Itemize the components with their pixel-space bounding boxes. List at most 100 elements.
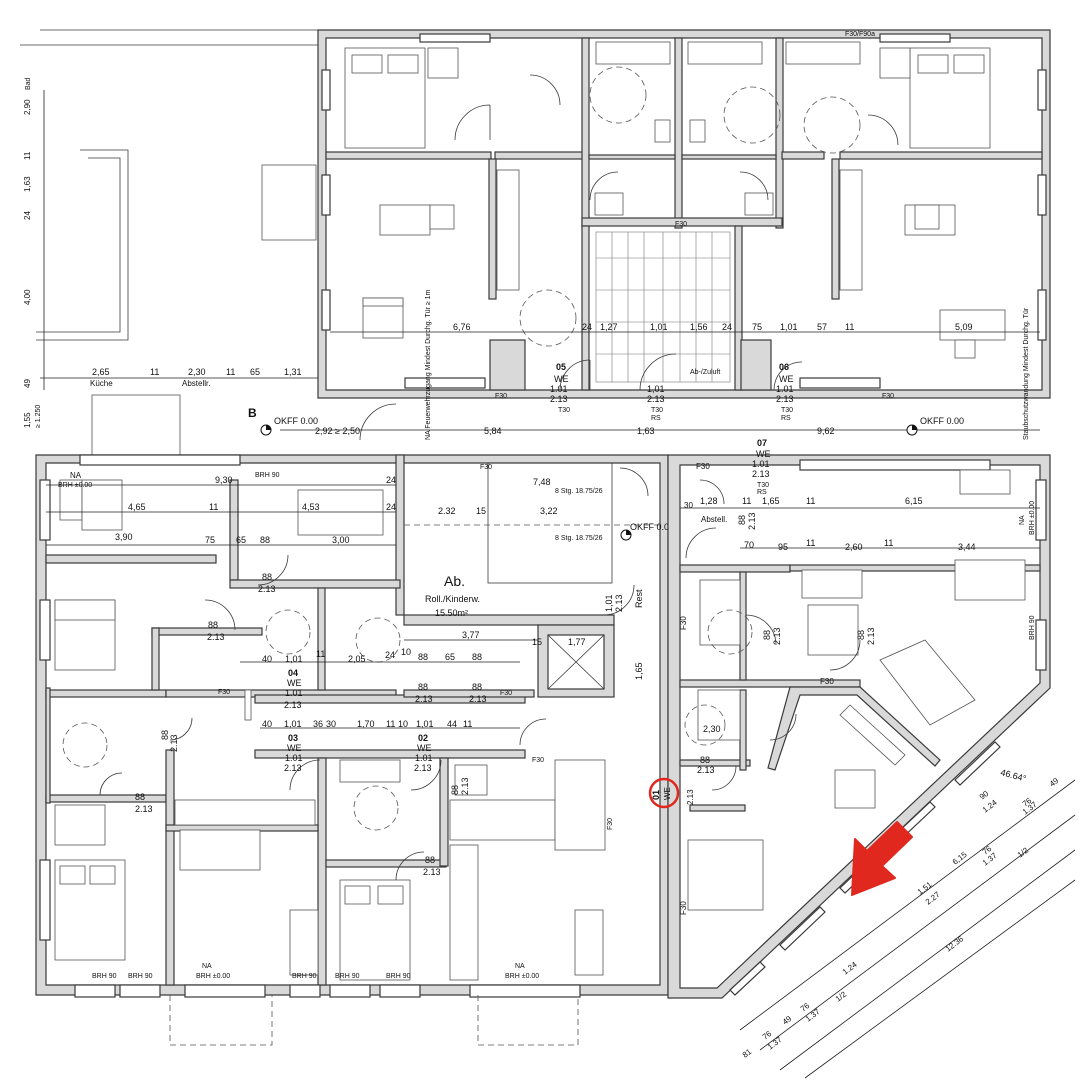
svg-text:OKFF 0.00: OKFF 0.00 xyxy=(920,416,964,426)
svg-text:11: 11 xyxy=(806,538,815,548)
svg-text:1.01: 1.01 xyxy=(415,753,433,763)
unit-03-label: 03 WE 1.01 2.13 xyxy=(284,733,303,773)
svg-text:1,63: 1,63 xyxy=(23,176,32,192)
svg-text:BRH ±0.00: BRH ±0.00 xyxy=(505,973,539,980)
svg-text:3,22: 3,22 xyxy=(540,506,558,516)
svg-text:Bad: Bad xyxy=(25,77,32,90)
svg-text:2.13: 2.13 xyxy=(697,765,715,775)
svg-text:88: 88 xyxy=(262,572,272,582)
svg-text:2.13: 2.13 xyxy=(647,394,665,404)
svg-text:11: 11 xyxy=(316,649,325,659)
svg-text:40: 40 xyxy=(262,654,272,664)
svg-text:F30: F30 xyxy=(480,464,492,471)
svg-text:4,00: 4,00 xyxy=(23,289,32,305)
svg-text:65: 65 xyxy=(236,535,246,545)
svg-text:1,01: 1,01 xyxy=(285,654,303,664)
svg-text:WE: WE xyxy=(554,374,569,384)
lower-right-dimensions: 1,28 Abstell. 11 1,65 11 6,15 30 70 95 1… xyxy=(679,462,1040,915)
abzuluft-label: Ab-/Zuluft xyxy=(690,369,720,376)
svg-text:11: 11 xyxy=(845,322,854,332)
svg-text:30: 30 xyxy=(326,719,336,729)
svg-text:OKFF 0.00: OKFF 0.00 xyxy=(274,416,318,426)
svg-text:6,76: 6,76 xyxy=(453,322,471,332)
lower-right-doors xyxy=(685,479,861,791)
svg-text:02: 02 xyxy=(418,733,428,743)
svg-text:03: 03 xyxy=(288,733,298,743)
svg-text:15: 15 xyxy=(476,506,486,516)
svg-text:07: 07 xyxy=(757,438,767,448)
svg-text:BRH 90: BRH 90 xyxy=(1029,615,1036,640)
svg-text:75: 75 xyxy=(752,322,762,332)
svg-text:2.13: 2.13 xyxy=(169,734,179,752)
svg-text:NA: NA xyxy=(1019,515,1026,525)
svg-text:1.01: 1.01 xyxy=(285,753,303,763)
room-use: Roll./Kinderw. xyxy=(425,594,480,604)
svg-text:11: 11 xyxy=(209,502,218,512)
corridor-levels: B OKFF 0.00 OKFF 0.00 2,92 ≥ 2,50 5,84 1… xyxy=(248,289,1040,441)
svg-text:46.64°: 46.64° xyxy=(999,767,1027,784)
svg-text:1,27: 1,27 xyxy=(600,322,618,332)
svg-text:9,30: 9,30 xyxy=(215,475,233,485)
svg-text:NA: NA xyxy=(202,963,212,970)
svg-text:F30: F30 xyxy=(675,221,687,228)
svg-text:1.01: 1.01 xyxy=(752,459,770,469)
svg-text:3,77: 3,77 xyxy=(462,630,480,640)
svg-text:F30: F30 xyxy=(882,393,894,400)
svg-text:95: 95 xyxy=(778,542,788,552)
svg-text:2.13: 2.13 xyxy=(747,512,757,530)
svg-text:2,30: 2,30 xyxy=(188,367,206,377)
svg-text:49: 49 xyxy=(781,1014,794,1027)
upper-building: F30/F90a xyxy=(20,29,1051,422)
svg-text:BRH 90: BRH 90 xyxy=(335,973,360,980)
svg-text:88: 88 xyxy=(418,652,428,662)
svg-text:F30: F30 xyxy=(532,757,544,764)
svg-text:1,28: 1,28 xyxy=(700,496,718,506)
svg-text:Staubschutzwandung Mindest Dur: Staubschutzwandung Mindest Durchg. Tür xyxy=(1023,307,1030,440)
svg-text:75: 75 xyxy=(205,535,215,545)
svg-text:WE: WE xyxy=(779,374,794,384)
svg-text:2,60: 2,60 xyxy=(845,542,863,552)
svg-text:90: 90 xyxy=(978,789,991,802)
svg-text:1.01: 1.01 xyxy=(550,384,568,394)
svg-text:88: 88 xyxy=(856,630,866,640)
svg-text:12.36: 12.36 xyxy=(944,934,966,954)
unit-06-label: 06 WE 1.01 2.13 xyxy=(776,362,794,404)
svg-text:10: 10 xyxy=(398,719,408,729)
svg-text:44: 44 xyxy=(447,719,457,729)
svg-text:6,15: 6,15 xyxy=(905,496,923,506)
svg-text:88: 88 xyxy=(762,630,772,640)
upper-dimension-row: 6,76 24 1,27 1,01 1,56 24 75 1,01 57 11 … xyxy=(330,322,1040,333)
svg-text:88: 88 xyxy=(700,755,710,765)
svg-text:57: 57 xyxy=(817,322,827,332)
svg-text:88: 88 xyxy=(737,515,747,525)
svg-text:1,56: 1,56 xyxy=(690,322,708,332)
svg-text:BRH 90: BRH 90 xyxy=(292,973,317,980)
svg-text:2,92 ≥ 2,50: 2,92 ≥ 2,50 xyxy=(315,426,360,436)
svg-text:NA Feuerwehrzugang Mindest Dur: NA Feuerwehrzugang Mindest Durchg. Tür ≥… xyxy=(425,289,432,440)
svg-text:BRH 90: BRH 90 xyxy=(255,472,280,479)
svg-text:1.01: 1.01 xyxy=(776,384,794,394)
svg-text:9,62: 9,62 xyxy=(817,426,835,436)
svg-text:24: 24 xyxy=(582,322,592,332)
unit-02-label: 02 WE 1.01 2.13 xyxy=(414,733,433,773)
svg-text:Rest: Rest xyxy=(634,589,644,608)
upper-storage-cages: Ab-/Zuluft xyxy=(595,231,731,383)
svg-text:04: 04 xyxy=(288,668,298,678)
svg-text:BRH 90: BRH 90 xyxy=(128,973,153,980)
svg-text:70: 70 xyxy=(744,540,754,550)
svg-text:WE: WE xyxy=(287,678,302,688)
svg-text:11: 11 xyxy=(226,367,235,377)
lower-left-building: 8 Stg. 18.75/26 8 Stg. 18.75/26 OKFF 0.0… xyxy=(35,454,674,1046)
unit-04-label: 04 WE 1.01 2.13 xyxy=(284,668,303,710)
svg-text:2.13: 2.13 xyxy=(772,627,782,645)
svg-text:8 Stg. 18.75/26: 8 Stg. 18.75/26 xyxy=(555,535,603,542)
svg-text:WE: WE xyxy=(663,787,672,800)
svg-text:BRH ±0.00: BRH ±0.00 xyxy=(1029,501,1036,535)
unit-07-label: 07 WE 1.01 2.13 T30 RS xyxy=(752,438,771,496)
svg-text:11: 11 xyxy=(742,496,751,506)
svg-text:BRH 90: BRH 90 xyxy=(92,973,117,980)
svg-text:F30: F30 xyxy=(679,901,688,915)
svg-text:88: 88 xyxy=(160,730,170,740)
svg-text:1,70: 1,70 xyxy=(357,719,375,729)
svg-text:2.13: 2.13 xyxy=(460,777,470,795)
